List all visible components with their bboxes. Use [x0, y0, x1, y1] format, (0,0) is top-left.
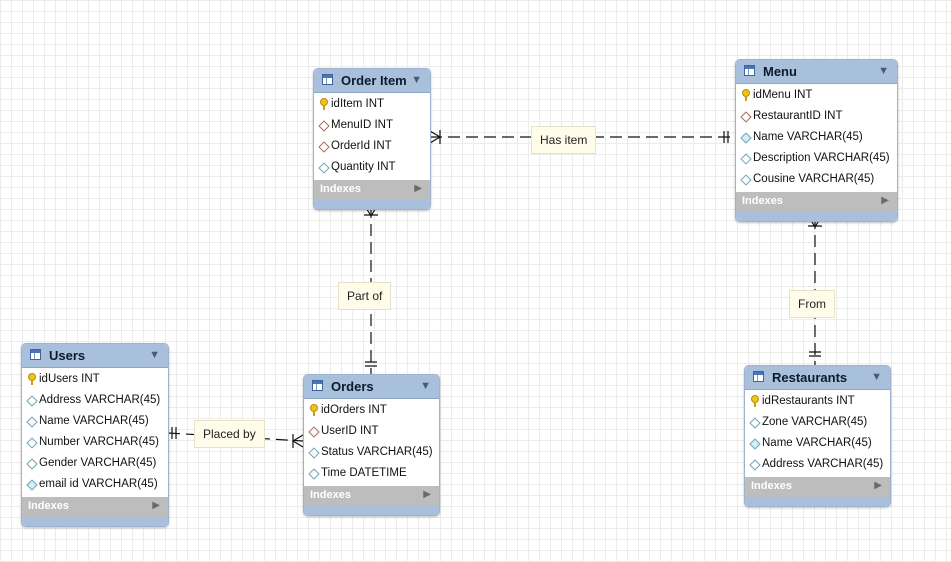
attribute-icon [26, 395, 38, 407]
entity-restaurants[interactable]: Restaurants ▼ idRestaurants INT Zone VAR… [744, 365, 891, 507]
table-icon [744, 65, 755, 76]
entity-title: Users [49, 348, 86, 363]
column-row[interactable]: Name VARCHAR(45) [736, 127, 897, 148]
foreign-key-icon [308, 426, 320, 438]
entity-footer [314, 200, 430, 209]
foreign-key-icon [318, 141, 330, 153]
entity-title: Menu [763, 64, 797, 79]
column-row[interactable]: Status VARCHAR(45) [304, 442, 439, 463]
entity-footer [22, 517, 168, 526]
column-row[interactable]: Cousine VARCHAR(45) [736, 169, 897, 190]
entity-order-item[interactable]: Order Item ▼ idItem INT MenuID INT Order… [313, 68, 431, 210]
entity-header[interactable]: Users ▼ [22, 344, 168, 368]
expand-triangle-icon[interactable]: ▶ [874, 480, 882, 491]
expand-triangle-icon[interactable]: ▶ [881, 195, 889, 206]
indexes-section[interactable]: Indexes ▶ [22, 497, 168, 517]
expand-triangle-icon[interactable]: ▶ [414, 183, 422, 194]
column-row[interactable]: Address VARCHAR(45) [745, 454, 890, 475]
column-row[interactable]: Number VARCHAR(45) [22, 432, 168, 453]
column-row[interactable]: MenuID INT [314, 115, 430, 136]
attribute-icon [26, 479, 38, 491]
primary-key-icon [28, 373, 36, 385]
foreign-key-icon [318, 120, 330, 132]
column-row[interactable]: idRestaurants INT [745, 391, 890, 412]
column-row[interactable]: idUsers INT [22, 369, 168, 390]
relationship-label-has-item[interactable]: Has item [531, 126, 597, 154]
placed-by-line [167, 432, 304, 442]
attribute-icon [318, 162, 330, 174]
entity-header[interactable]: Menu ▼ [736, 60, 897, 84]
entity-footer [304, 506, 439, 515]
column-row[interactable]: Address VARCHAR(45) [22, 390, 168, 411]
collapse-triangle-icon[interactable]: ▼ [149, 349, 160, 361]
collapse-triangle-icon[interactable]: ▼ [878, 65, 889, 77]
column-row[interactable]: Name VARCHAR(45) [22, 411, 168, 432]
entity-footer [745, 497, 890, 506]
column-row[interactable]: Name VARCHAR(45) [745, 433, 890, 454]
expand-triangle-icon[interactable]: ▶ [152, 500, 160, 511]
attribute-icon [740, 132, 752, 144]
placed-by-crows-foot [291, 434, 304, 448]
indexes-section[interactable]: Indexes ▶ [736, 192, 897, 212]
attribute-icon [749, 438, 761, 450]
entity-title: Restaurants [772, 370, 848, 385]
entity-header[interactable]: Restaurants ▼ [745, 366, 890, 390]
collapse-triangle-icon[interactable]: ▼ [420, 380, 431, 392]
column-row[interactable]: Zone VARCHAR(45) [745, 412, 890, 433]
table-icon [312, 380, 323, 391]
indexes-section[interactable]: Indexes ▶ [745, 477, 890, 497]
column-row[interactable]: Time DATETIME [304, 463, 439, 484]
primary-key-icon [742, 89, 750, 101]
attribute-icon [740, 174, 752, 186]
has-item-crows-foot [429, 130, 442, 144]
table-icon [753, 371, 764, 382]
column-row[interactable]: idMenu INT [736, 85, 897, 106]
attribute-icon [308, 468, 320, 480]
entity-orders[interactable]: Orders ▼ idOrders INT UserID INT Status … [303, 374, 440, 516]
entity-menu[interactable]: Menu ▼ idMenu INT RestaurantID INT Name … [735, 59, 898, 222]
attribute-icon [740, 153, 752, 165]
expand-triangle-icon[interactable]: ▶ [423, 489, 431, 500]
attribute-icon [749, 459, 761, 471]
placed-by-one-mandatory [171, 427, 177, 439]
column-row[interactable]: OrderId INT [314, 136, 430, 157]
column-row[interactable]: Quantity INT [314, 157, 430, 178]
entity-header[interactable]: Orders ▼ [304, 375, 439, 399]
collapse-triangle-icon[interactable]: ▼ [411, 74, 422, 86]
relationship-label-part-of[interactable]: Part of [338, 282, 392, 310]
column-row[interactable]: idOrders INT [304, 400, 439, 421]
relationship-label-from[interactable]: From [789, 290, 835, 318]
indexes-section[interactable]: Indexes ▶ [304, 486, 439, 506]
entity-title: Orders [331, 379, 374, 394]
entity-title: Order Item [341, 73, 407, 88]
column-row[interactable]: idItem INT [314, 94, 430, 115]
column-row[interactable]: RestaurantID INT [736, 106, 897, 127]
column-row[interactable]: email id VARCHAR(45) [22, 474, 168, 495]
table-icon [30, 349, 41, 360]
primary-key-icon [320, 98, 328, 110]
primary-key-icon [310, 404, 318, 416]
part-of-one-mandatory [365, 361, 377, 367]
column-row[interactable]: Description VARCHAR(45) [736, 148, 897, 169]
collapse-triangle-icon[interactable]: ▼ [871, 371, 882, 383]
from-one-mandatory [809, 351, 821, 357]
has-item-one-mandatory [723, 131, 729, 143]
relationship-label-placed-by[interactable]: Placed by [194, 420, 265, 448]
column-row[interactable]: Gender VARCHAR(45) [22, 453, 168, 474]
column-row[interactable]: UserID INT [304, 421, 439, 442]
attribute-icon [26, 458, 38, 470]
foreign-key-icon [740, 111, 752, 123]
primary-key-icon [751, 395, 759, 407]
attribute-icon [308, 447, 320, 459]
indexes-section[interactable]: Indexes ▶ [314, 180, 430, 200]
entity-header[interactable]: Order Item ▼ [314, 69, 430, 93]
attribute-icon [749, 417, 761, 429]
entity-footer [736, 212, 897, 221]
attribute-icon [26, 437, 38, 449]
entity-users[interactable]: Users ▼ idUsers INT Address VARCHAR(45) … [21, 343, 169, 527]
attribute-icon [26, 416, 38, 428]
table-icon [322, 74, 333, 85]
